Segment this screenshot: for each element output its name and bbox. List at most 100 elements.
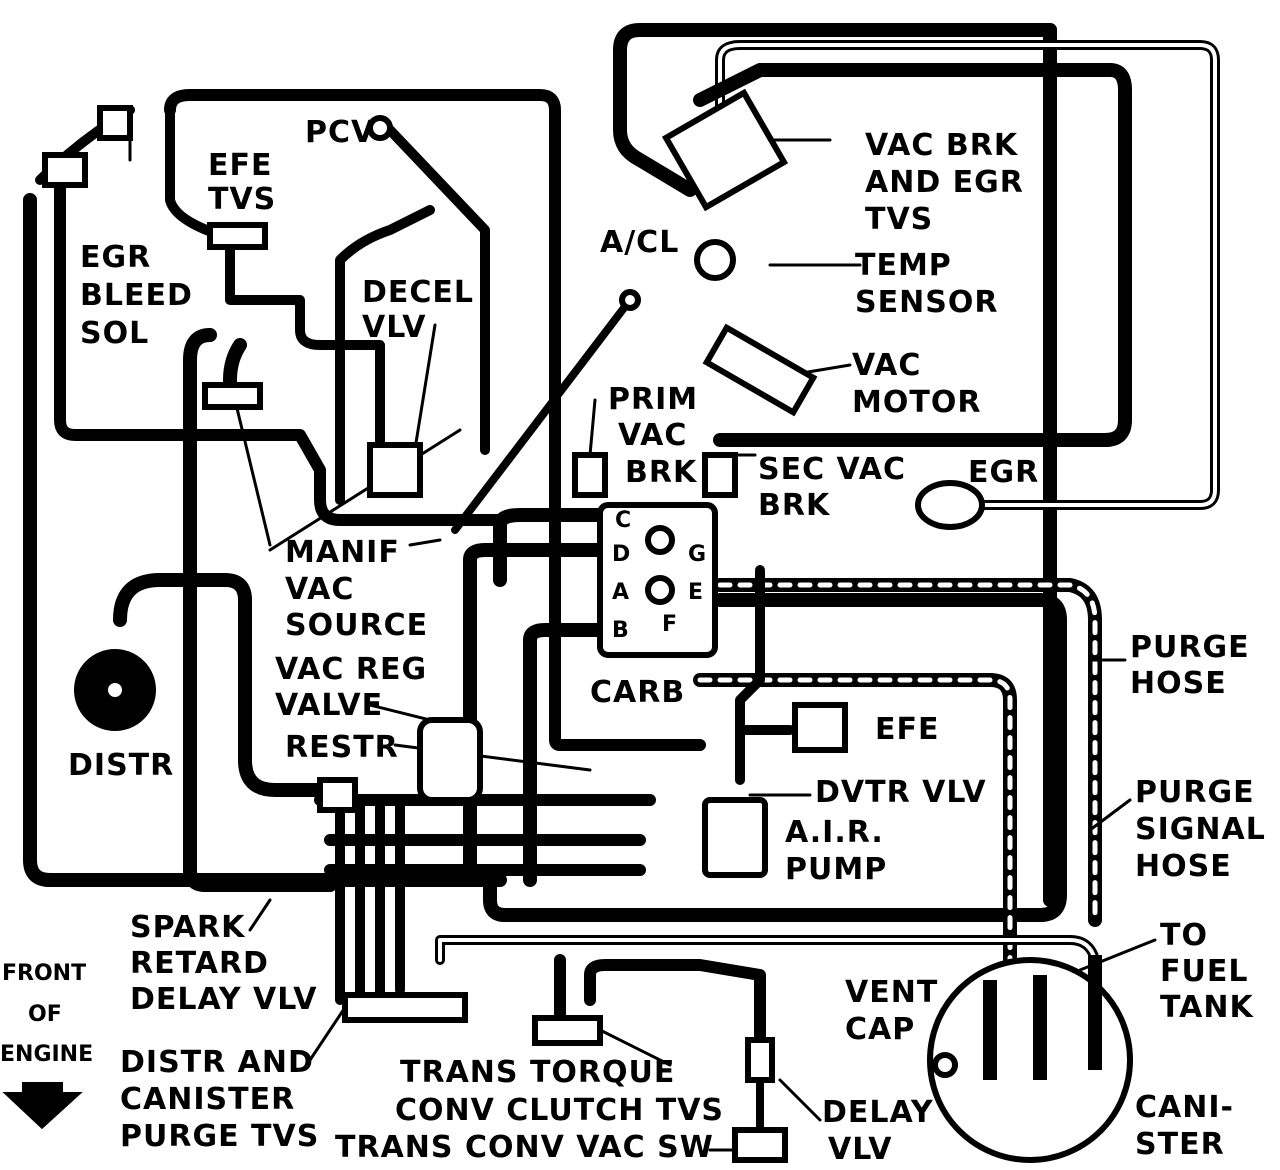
acl-stem (451, 296, 634, 534)
decel-vlv-label-line2: VLV (362, 310, 427, 345)
air-pump-label-line2: PUMP (785, 852, 888, 887)
front-of-engine-label-line2: OF (28, 1002, 62, 1027)
carb-port-d: D (612, 542, 631, 567)
manif-vac-hose-2 (223, 338, 247, 407)
canister-label-line1: CANI- (1135, 1090, 1234, 1125)
efe-tvs-label-line1: EFE (208, 148, 273, 183)
vac-reg-lines (314, 794, 656, 876)
purge-signal-hose-label-line1: PURGE (1135, 775, 1255, 810)
egr-bleed-sol-label-line3: SOL (80, 316, 150, 351)
egr-bleed-sol-label-line2: BLEED (80, 278, 193, 313)
front-of-engine-label-line3: ENGINE (0, 1042, 94, 1067)
prim-vac-brk (572, 452, 608, 498)
egr-label: EGR (968, 455, 1040, 490)
air-cleaner-outer-hose (613, 23, 1057, 197)
egr-bleed-solenoid-top (97, 105, 133, 141)
carb-port-e-ring (645, 575, 675, 605)
egr-valve (915, 480, 985, 530)
air-pump-hose (735, 565, 765, 785)
carb-port-g-ring (645, 525, 675, 555)
vac-motor-label-line1: VAC (852, 348, 922, 383)
efe-tvs (207, 222, 268, 250)
delay-vlv-label-line2: VLV (828, 1132, 893, 1167)
efe-tvs-hose (225, 235, 385, 475)
vac-motor (702, 323, 818, 417)
front-of-engine-label-line1: FRONT (2, 961, 87, 986)
carb-left-hose (493, 508, 607, 587)
decel-body (335, 205, 435, 505)
restr-label: RESTR (285, 730, 399, 765)
carb-port-g: G (688, 542, 707, 567)
vac-brk-egr-tvs-label-line1: VAC BRK (865, 128, 1019, 163)
efe-label: EFE (875, 712, 940, 747)
top-right-loop-inner (718, 43, 1217, 507)
vent-cap-label-line2: CAP (845, 1012, 916, 1047)
purge-hose-label-line1: PURGE (1130, 630, 1250, 665)
decel-valve-body (367, 442, 423, 498)
leader-lines (128, 133, 1157, 1152)
vac-brk-egr-tvs-body (661, 88, 789, 212)
carb-hose-3 (523, 623, 607, 887)
carb-port-a: A (612, 580, 630, 605)
distr-label: DISTR (68, 748, 175, 783)
acl-snorkel-end (619, 289, 641, 311)
sec-vac-brk-label-line1: SEC VAC (758, 452, 906, 487)
egr-bleed-sol-label-line1: EGR (80, 240, 152, 275)
distr-canister-tvs-label-line1: DISTR AND (120, 1045, 314, 1080)
vac-brk-egr-tvs-label-line2: AND EGR (865, 165, 1024, 200)
trans-torque-tvs (532, 1015, 603, 1046)
distr-hose (113, 573, 337, 797)
temp-sensor-label-line1: TEMP (855, 248, 952, 283)
to-fuel-tank-label-line3: TANK (1160, 990, 1254, 1025)
egr-bleed-loop (23, 193, 507, 887)
canister-label-line2: STER (1135, 1127, 1225, 1162)
prim-vac-brk-label-line2: VAC (618, 418, 688, 453)
to-fuel-tank-label-line1: TO (1160, 918, 1208, 953)
vent-cap-label-line1: VENT (845, 975, 939, 1010)
spark-retard-label-line3: DELAY VLV (130, 982, 318, 1017)
spark-retard-delay-valve (342, 992, 468, 1023)
carb-port-f: F (662, 612, 678, 637)
carb-port-b: B (612, 618, 629, 643)
spark-retard-stack (335, 795, 405, 1005)
vac-reg-valve-label-line1: VAC REG (275, 652, 428, 687)
carb-label: CARB (590, 675, 686, 710)
pcv-loop (164, 89, 706, 751)
purge-hose-dashed-fill (717, 582, 1098, 923)
prim-vac-brk-label-line3: BRK (625, 455, 698, 490)
purge-signal-hose-label-line3: HOSE (1135, 849, 1232, 884)
restr (317, 777, 358, 813)
purge-hose-dashed (713, 578, 1102, 927)
air-pump-label-line1: A.I.R. (785, 815, 884, 850)
purge-hose-label-line2: HOSE (1130, 666, 1227, 701)
decel-vlv-label-line1: DECEL (362, 275, 475, 310)
efe-valve (792, 702, 848, 753)
trans-conv-vac-sw-label: TRANS CONV VAC SW (335, 1130, 714, 1165)
manif-vac-source-label-line1: MANIF (285, 535, 400, 570)
manif-vac-source-body (202, 382, 263, 410)
distr-canister-tvs-label-line3: PURGE TVS (120, 1119, 320, 1154)
sec-vac-brk-label-line2: BRK (758, 488, 831, 523)
purge-signal-dashed-fill (697, 677, 1013, 963)
temp-sensor (694, 239, 736, 281)
trans-torque-label-line1: TRANS TORQUE (400, 1055, 676, 1090)
spark-retard-label-line2: RETARD (130, 946, 269, 981)
manif-vac-source-label-line2: VAC (285, 572, 355, 607)
distributor-hub (102, 677, 128, 703)
to-fuel-tank-label-line2: FUEL (1160, 954, 1249, 989)
vac-motor-label-line2: MOTOR (852, 385, 982, 420)
sec-vac-brk (702, 452, 738, 498)
spark-retard-label-line1: SPARK (130, 910, 246, 945)
pcv-label: PCV (305, 115, 376, 150)
egr-bleed-lower (54, 174, 506, 526)
delay-vlv-label-line1: DELAY (822, 1095, 934, 1130)
delay-valve (745, 1037, 775, 1083)
vac-brk-loop (693, 63, 1132, 447)
trans-conv-vac-switch (732, 1127, 788, 1163)
pcv-fitting (367, 115, 393, 141)
delay-vlv-hose (554, 954, 766, 1056)
carb-hose-2 (463, 543, 607, 887)
manif-vac-source-label-line3: SOURCE (285, 608, 429, 643)
